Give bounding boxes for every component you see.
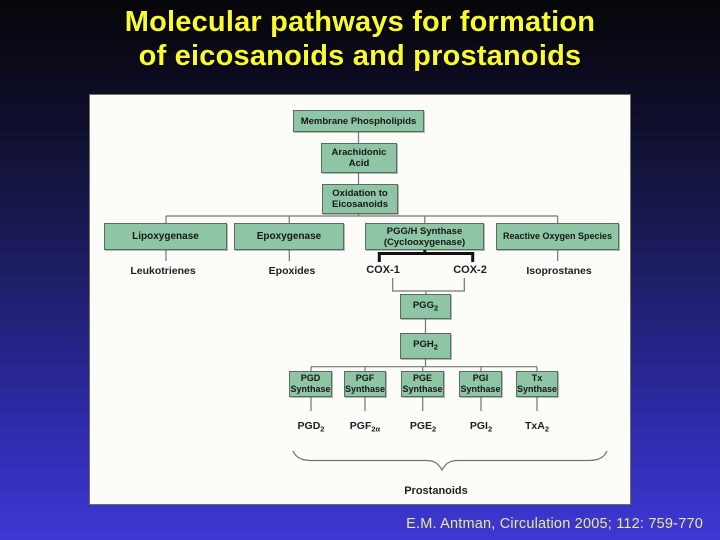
compound-name: PGG [412, 299, 434, 311]
box-label: Tx [531, 373, 543, 383]
box-label: (Cyclooxygenase) [383, 236, 466, 248]
box-label: Epoxygenase [256, 231, 322, 242]
box-membrane-phospholipids: Membrane Phospholipids [293, 110, 424, 132]
compound-name: PGD [297, 420, 321, 432]
box-label: Reactive Oxygen Species [502, 231, 613, 241]
label-txa2: TxA2 [507, 420, 567, 436]
box-label: Oxidation to [332, 188, 388, 199]
box-tx-synthase: Tx Synthase [516, 371, 558, 397]
label-pgd2: PGD2 [281, 420, 341, 436]
box-label: Membrane Phospholipids [300, 115, 417, 127]
box-pgh2: PGH2 [400, 333, 451, 359]
box-label: Synthase [516, 384, 558, 394]
box-label: PGG/H Synthase [386, 225, 463, 237]
label-prostanoids: Prostanoids [404, 485, 468, 497]
compound-name: PGE [409, 420, 432, 432]
label-epoxides: Epoxides [268, 265, 316, 277]
compound-subscript: 2 [433, 303, 439, 313]
title-line-2: of eicosanoids and prostanoids [138, 40, 582, 72]
box-reactive-oxygen-species: Reactive Oxygen Species [496, 223, 619, 250]
compound-subscript: 2 [432, 424, 437, 434]
label-pge2: PGE2 [393, 420, 453, 436]
box-label: PGG2 [413, 300, 438, 314]
box-label: PGH2 [413, 339, 438, 353]
title-line-1: Molecular pathways for formation [124, 6, 596, 38]
box-label: Eicosanoids [332, 199, 388, 210]
box-label: Acid [348, 158, 370, 169]
box-label: Synthase [460, 384, 501, 394]
flowchart-panel: Membrane Phospholipids Arachidonic Acid … [89, 94, 631, 505]
connector-lines [165, 132, 608, 472]
box-label: Synthase [290, 384, 331, 394]
box-pgi-synthase: PGI Synthase [459, 371, 502, 397]
box-pge-synthase: PGE Synthase [401, 371, 444, 397]
box-epoxygenase: Epoxygenase [234, 223, 344, 250]
compound-subscript: 2α [371, 424, 381, 434]
box-arachidonic-acid: Arachidonic Acid [321, 143, 397, 173]
box-lipoxygenase: Lipoxygenase [104, 223, 227, 250]
box-label: Lipoxygenase [132, 231, 199, 242]
box-oxidation-to-eicosanoids: Oxidation to Eicosanoids [322, 184, 398, 214]
compound-name: PGH [413, 339, 434, 351]
box-pgg2: PGG2 [400, 294, 451, 319]
box-label: PGD [300, 373, 321, 383]
compound-subscript: 2 [487, 424, 493, 434]
box-label: PGE [412, 373, 432, 383]
box-label: Arachidonic [331, 147, 387, 158]
label-cox-1: COX-1 [366, 264, 400, 276]
compound-subscript: 2 [544, 424, 549, 434]
compound-name: TxA [524, 420, 545, 432]
compound-name: PGF [349, 420, 372, 432]
box-label: PGI [472, 373, 489, 383]
box-pgf-synthase: PGF Synthase [344, 371, 386, 397]
box-label: Synthase [344, 384, 386, 394]
box-label: PGF [355, 373, 375, 383]
compound-subscript: 2 [433, 342, 438, 352]
label-pgi2: PGI2 [451, 420, 511, 436]
citation: E.M. Antman, Circulation 2005; 112: 759-… [406, 516, 703, 532]
label-cox-2: COX-2 [453, 264, 487, 276]
box-pggh-synthase: PGG/H Synthase (Cyclooxygenase) [365, 223, 484, 250]
box-pgd-synthase: PGD Synthase [289, 371, 332, 397]
slide-title: Molecular pathways for formation of eico… [0, 5, 720, 73]
box-label: Synthase [402, 384, 443, 394]
compound-subscript: 2 [320, 424, 325, 434]
compound-name: PGI [469, 420, 488, 432]
label-isoprostanes: Isoprostanes [526, 265, 592, 277]
label-pgf2a: PGF2α [335, 420, 395, 436]
label-leukotrienes: Leukotrienes [130, 265, 196, 277]
